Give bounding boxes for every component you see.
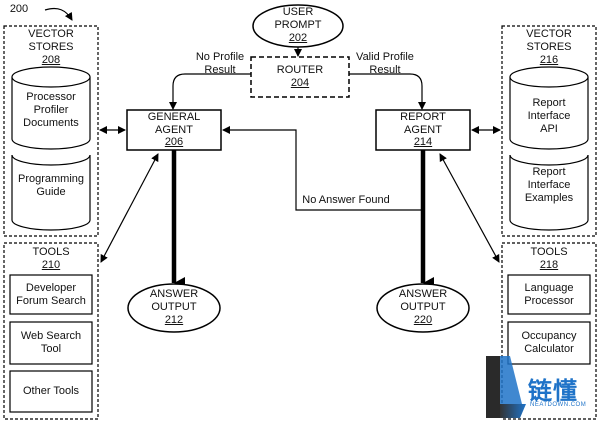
tools-right-container xyxy=(501,242,597,420)
report-agent-label: REPORT AGENT xyxy=(400,111,446,136)
general-agent-node xyxy=(126,109,222,151)
cylinder-processor-profiler xyxy=(11,66,91,150)
router-to-report-agent-arrow xyxy=(349,73,426,110)
tools-right-title: TOOLS xyxy=(530,246,568,258)
tool-occupancy-calculator xyxy=(507,321,591,365)
watermark-text-cn: 链懂 xyxy=(528,377,578,405)
store-report-interface-api-label: Report Interface API xyxy=(527,97,571,135)
vector-stores-right-title: VECTOR STORES xyxy=(526,28,572,53)
vector-stores-left-title: VECTOR STORES xyxy=(28,28,74,53)
answer-output-right-label: ANSWER OUTPUT xyxy=(398,288,448,313)
tools-left-ref: 210 xyxy=(41,259,61,271)
general-agent-tools-link xyxy=(100,153,159,263)
general-agent-ref: 206 xyxy=(164,136,184,148)
report-agent-node xyxy=(375,109,471,151)
tools-left-container xyxy=(3,242,99,420)
report-agent-tools-link xyxy=(439,153,500,263)
vector-stores-left-container xyxy=(3,25,99,237)
tool-other-tools xyxy=(9,370,93,413)
answer-output-right-ref: 220 xyxy=(413,314,433,326)
figure-number: 200 xyxy=(9,3,29,15)
router-label: ROUTER xyxy=(276,64,324,76)
router-to-general-agent-arrow xyxy=(169,73,251,110)
router-node xyxy=(250,56,350,98)
tool-language-processor-label: Language Processor xyxy=(524,282,574,307)
tool-language-processor xyxy=(507,274,591,315)
vector-stores-right-container xyxy=(501,25,597,237)
edge-label-no-profile: No Profile Result xyxy=(195,51,245,76)
tools-left-title: TOOLS xyxy=(32,246,70,258)
watermark-logo-mark xyxy=(486,356,526,418)
watermark-text-en: NEATDOWN.COM xyxy=(530,402,587,408)
edge-label-valid-profile: Valid Profile Result xyxy=(356,51,414,76)
store-processor-profiler-label: Processor Profiler Documents xyxy=(23,91,79,129)
general-agent-label: GENERAL AGENT xyxy=(147,111,201,136)
report-agent-ref: 214 xyxy=(413,136,433,148)
user-prompt-label: USER PROMPT xyxy=(274,6,322,31)
answer-output-right-node xyxy=(376,283,470,333)
tool-other-tools-label: Other Tools xyxy=(22,385,80,397)
tool-web-search xyxy=(9,321,93,365)
store-programming-guide-label: Programming Guide xyxy=(17,173,85,198)
user-prompt-ref: 202 xyxy=(288,32,308,44)
cylinder-report-interface-api xyxy=(509,66,589,150)
tool-web-search-label: Web Search Tool xyxy=(20,330,82,355)
answer-output-left-ref: 212 xyxy=(164,314,184,326)
tool-occupancy-calculator-label: Occupancy Calculator xyxy=(521,330,577,355)
cylinder-report-interface-examples xyxy=(509,154,589,231)
vector-stores-right-ref: 216 xyxy=(539,54,559,66)
tools-right-ref: 218 xyxy=(539,259,559,271)
tool-developer-forum-search-label: Developer Forum Search xyxy=(16,282,86,307)
router-ref: 204 xyxy=(290,77,310,89)
vector-stores-left-ref: 208 xyxy=(41,54,61,66)
answer-output-left-label: ANSWER OUTPUT xyxy=(149,288,199,313)
cylinder-programming-guide xyxy=(11,154,91,231)
answer-output-left-node xyxy=(127,283,221,333)
store-report-interface-examples-label: Report Interface Examples xyxy=(524,166,574,204)
tool-developer-forum-search xyxy=(9,274,93,315)
edge-label-no-answer-found: No Answer Found xyxy=(302,194,390,206)
figure-pointer-arrow xyxy=(44,7,73,21)
